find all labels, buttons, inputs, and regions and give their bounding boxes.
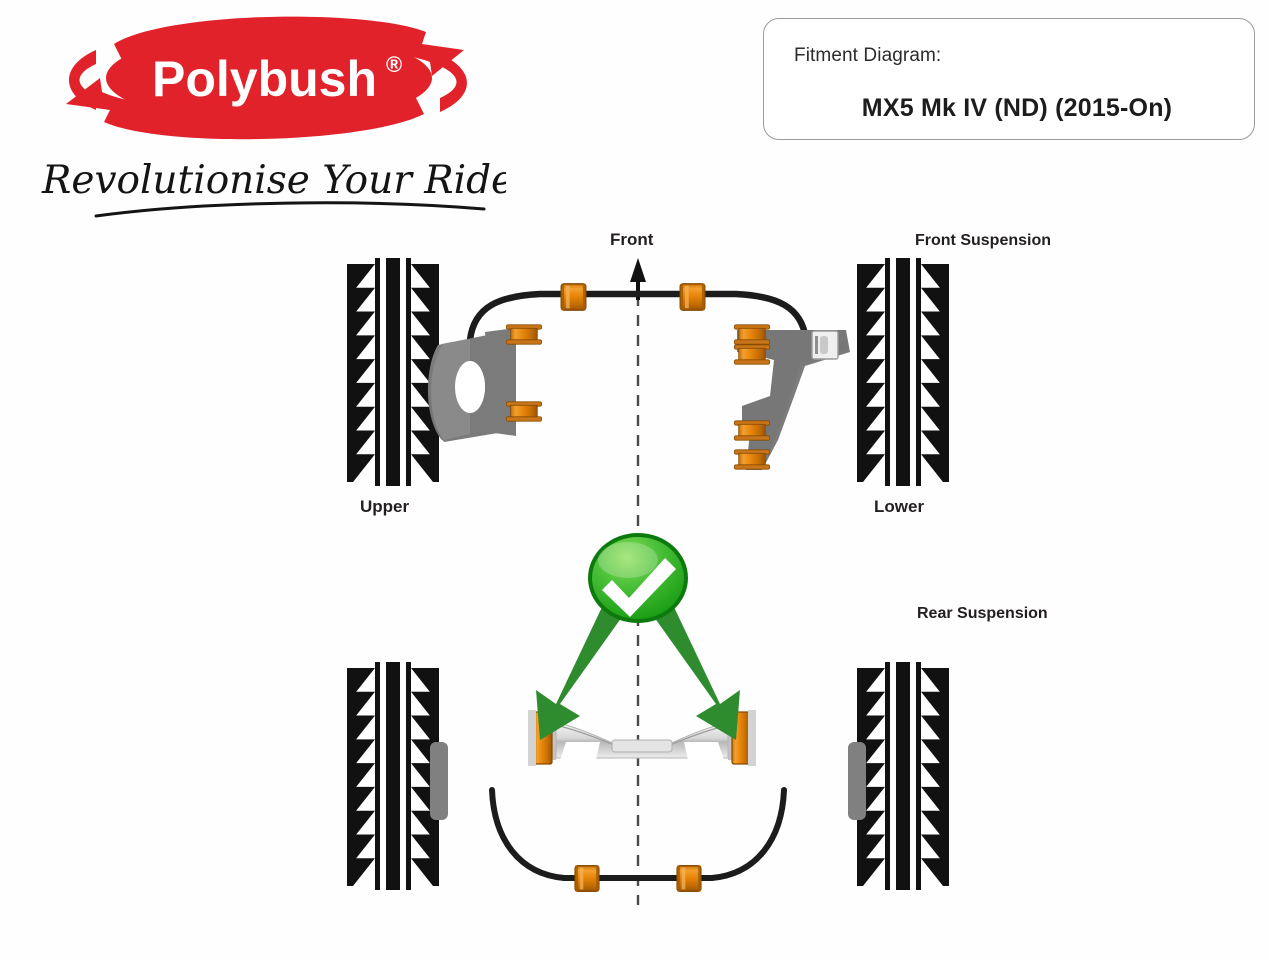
rear-right-tyre	[857, 662, 949, 890]
front-suspension-label: Front Suspension	[915, 232, 1051, 249]
rear-left-caliper	[430, 742, 448, 820]
rear-arb-bush-left	[574, 864, 600, 893]
registered-mark: ®	[386, 52, 402, 77]
logo-wordmark: Polybush	[152, 51, 377, 107]
check-mark	[602, 558, 676, 617]
tagline-underline-swoosh	[94, 201, 486, 218]
rear-arb-bush-right	[676, 864, 702, 893]
front-direction-arrow	[630, 258, 646, 282]
upper-arm-label: Upper	[360, 497, 410, 516]
rear-anti-roll-bar	[489, 787, 787, 881]
fitment-highlight	[536, 533, 740, 740]
fitment-diagram-label: Fitment Diagram:	[794, 45, 942, 66]
front-upper-bush-2	[506, 401, 542, 422]
rear-left-tyre	[347, 662, 439, 890]
highlight-arrow-right	[642, 586, 740, 740]
front-right-tyre	[857, 258, 949, 486]
tagline-text: Revolutionise Your Ride	[41, 158, 506, 203]
tagline-graphic: Revolutionise Your Ride	[41, 158, 506, 218]
lower-arm-label: Lower	[874, 497, 925, 516]
fitment-title-box: Fitment Diagram: MX5 Mk IV (ND) (2015-On…	[763, 18, 1255, 140]
front-lower-bush-3	[734, 420, 770, 441]
front-lower-bush-2	[734, 344, 770, 365]
front-lower-bush-1	[734, 324, 770, 345]
rear-suspension-label: Rear Suspension	[917, 605, 1048, 622]
front-direction-label: Front	[610, 230, 654, 249]
vehicle-model-title: MX5 Mk IV (ND) (2015-On)	[861, 94, 1173, 122]
polybush-logo: Polybush ®	[34, 14, 504, 144]
rear-suspension-group	[347, 662, 949, 893]
front-upper-bush-1	[506, 324, 542, 345]
front-lower-bush-4	[734, 449, 770, 470]
front-anti-roll-bar	[466, 290, 810, 344]
front-upper-wishbone	[427, 328, 516, 442]
highlight-arrow-left	[536, 586, 634, 740]
brand-tagline: Revolutionise Your Ride	[36, 143, 506, 228]
front-arb-bush-right	[679, 283, 706, 311]
front-suspension-group	[347, 258, 949, 486]
polybush-logo-graphic: Polybush ®	[66, 16, 467, 140]
front-arb-bush-left	[560, 283, 587, 311]
rear-right-caliper	[848, 742, 866, 820]
front-left-tyre	[347, 258, 439, 486]
